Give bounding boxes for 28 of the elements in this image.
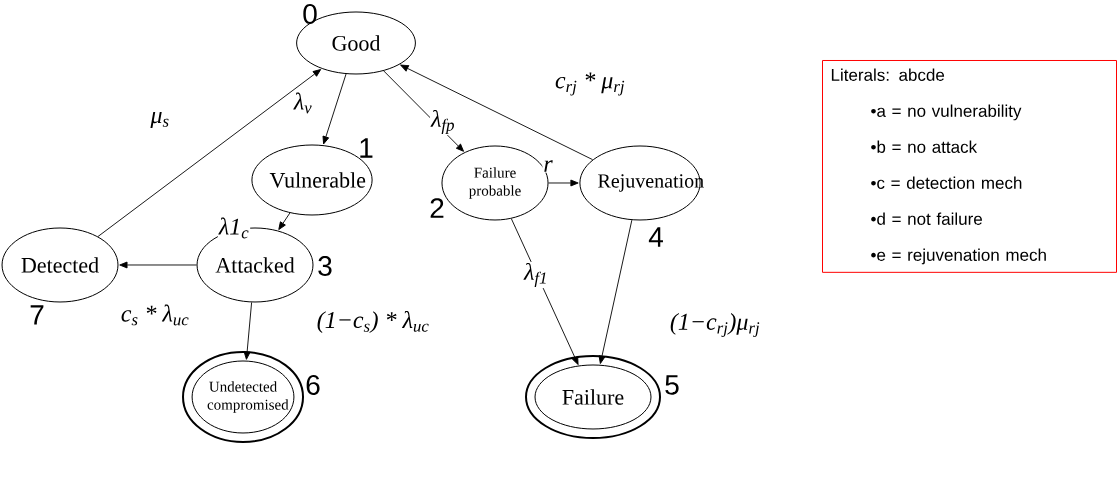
state-number: 3	[318, 256, 332, 276]
arrow	[119, 261, 197, 269]
arrow	[278, 212, 291, 230]
arrow	[548, 179, 579, 187]
edge-label: λ1$_{c}$	[217, 216, 251, 240]
edge-label: λ$_{v}$	[292, 91, 314, 115]
state-number: 5	[665, 375, 679, 395]
edge-label: μ$_{s}$	[149, 110, 171, 130]
key-box: Literals: abcde •a = no vulnerability •b = no attack •c = detection mech •d = not failure •e = rejuvenation mech	[822, 60, 1117, 273]
arrow	[598, 219, 633, 364]
edge-label: (1−c$_{rj}$)μ$_{rj}$	[668, 312, 762, 338]
state-number: 7	[30, 305, 44, 325]
state-number: 2	[430, 198, 444, 218]
edge-label: λ$_{f1}$	[523, 261, 549, 289]
arrow	[322, 73, 347, 145]
arrow	[383, 70, 464, 152]
arrow	[97, 69, 322, 237]
state-number: 6	[306, 375, 320, 395]
edge-label: c$_{rj}$ * μ$_{rj}$	[553, 71, 627, 97]
arrow	[510, 218, 579, 365]
edge-label: c$_{s}$ * λ$_{uc}$	[119, 303, 191, 327]
edge-label: (1−c$_{s}$) * λ$_{uc}$	[315, 310, 431, 334]
edge-label: r	[542, 159, 554, 173]
state-number: 4	[648, 227, 663, 247]
arrow	[400, 64, 594, 161]
state-number: 1	[360, 138, 373, 158]
edge-label: λ$_{fp}$	[430, 108, 456, 136]
arrow	[243, 302, 253, 360]
